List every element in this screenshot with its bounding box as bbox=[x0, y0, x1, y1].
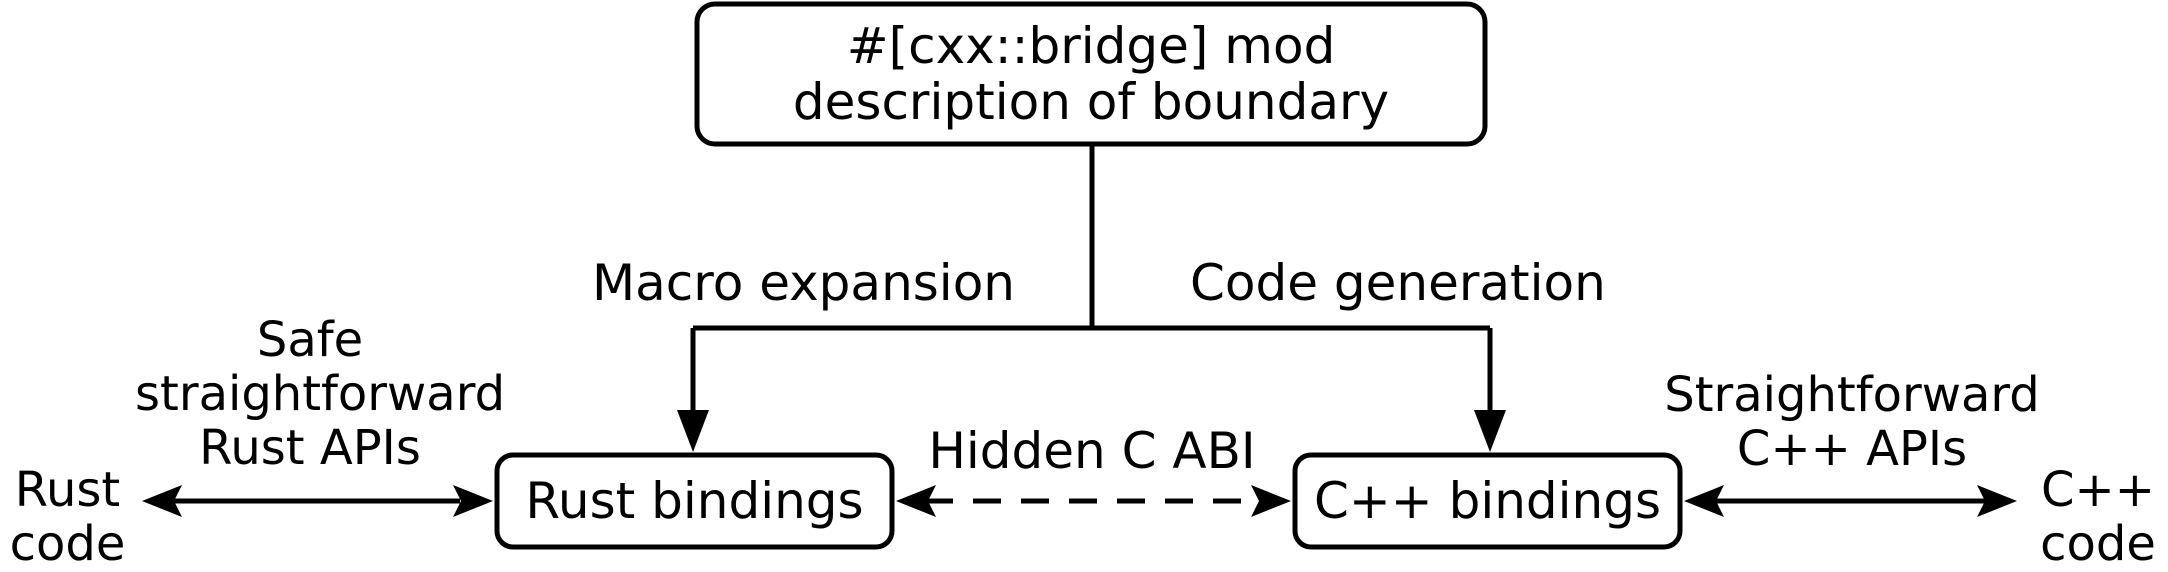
rust-bindings-box bbox=[494, 452, 895, 550]
macro-expansion-arrowhead bbox=[677, 410, 709, 452]
cpp-api-label: Straightforward C++ APIs bbox=[1662, 367, 2042, 477]
rust-code-label: Rust code bbox=[0, 462, 135, 572]
rust-api-line3: Rust APIs bbox=[199, 419, 421, 476]
rust-api-right-arrowhead bbox=[453, 485, 493, 517]
hidden-c-abi-left-arrowhead bbox=[896, 485, 936, 517]
cpp-bindings-text: C++ bindings bbox=[1313, 472, 1662, 530]
code-generation-label: Code generation bbox=[1190, 254, 1606, 312]
bridge-module-line1: #[cxx::bridge] mod bbox=[846, 17, 1336, 75]
cpp-bindings-box bbox=[1292, 452, 1683, 550]
rust-api-label: Safe straightforward Rust APIs bbox=[135, 312, 506, 476]
cpp-api-left-arrowhead bbox=[1684, 485, 1724, 517]
cpp-code-line1: C++ bbox=[2041, 462, 2155, 518]
bridge-module-label: #[cxx::bridge] mod description of bounda… bbox=[697, 4, 1485, 144]
rust-bindings-label: Rust bindings bbox=[497, 455, 892, 547]
cpp-api-line1: Straightforward bbox=[1664, 367, 2040, 423]
rust-api-line1: Safe bbox=[256, 312, 364, 368]
code-generation-arrowhead bbox=[1474, 410, 1506, 452]
bridge-module-line2: description of boundary bbox=[792, 73, 1390, 131]
hidden-c-abi-label: Hidden C ABI bbox=[928, 422, 1256, 480]
rust-api-line2: straightforward bbox=[135, 365, 506, 422]
macro-expansion-label: Macro expansion bbox=[592, 254, 1015, 312]
rust-bindings-text: Rust bindings bbox=[525, 472, 864, 530]
rust-code-line1: Rust bbox=[14, 462, 121, 518]
cpp-code-line2: code bbox=[2040, 515, 2156, 572]
cpp-api-line2: C++ APIs bbox=[1736, 420, 1968, 477]
cpp-code-label: C++ code bbox=[2028, 462, 2168, 572]
cpp-api-right-arrowhead bbox=[1977, 485, 2017, 517]
rust-api-left-arrowhead bbox=[142, 485, 182, 517]
hidden-c-abi-right-arrowhead bbox=[1251, 485, 1291, 517]
cpp-bindings-label: C++ bindings bbox=[1295, 455, 1680, 547]
rust-code-line2: code bbox=[9, 515, 126, 572]
